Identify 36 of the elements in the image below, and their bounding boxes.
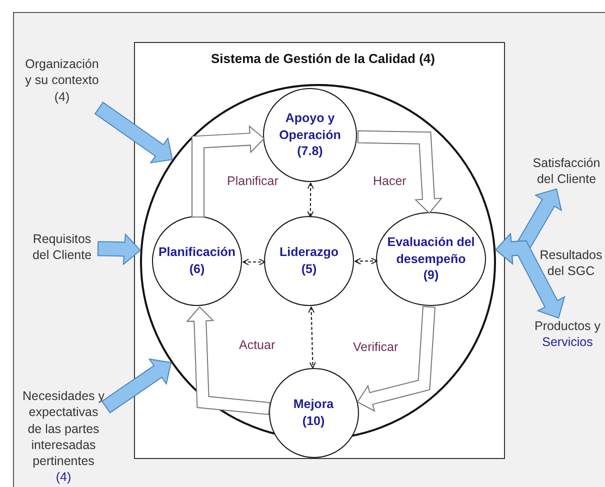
edge-label: Actuar <box>238 338 276 352</box>
clause-number: (6) <box>189 261 205 278</box>
process-name: Mejora <box>293 396 334 412</box>
system-label: Sistema de Gestión de la Calidad (4) <box>211 51 435 66</box>
clause-number: (10) <box>302 412 325 430</box>
side-label: Satisfacción del Cliente <box>532 155 602 188</box>
clause-number: (9) <box>423 267 439 284</box>
block-arrow <box>97 233 142 266</box>
process-name: Apoyo y Operación <box>278 110 342 144</box>
edge-label: Verificar <box>352 340 400 354</box>
process-name: Evaluación del desempeño <box>386 234 476 268</box>
clause-number: (5) <box>301 261 317 278</box>
side-label: Requisitos del Cliente <box>31 231 93 264</box>
block-arrow <box>101 358 172 414</box>
process-name: Planificación <box>158 244 236 261</box>
clause-number: (7.8) <box>297 143 323 160</box>
output-label: Resultados del SGC <box>538 247 604 280</box>
side-label: Productos y <box>533 318 602 334</box>
cycle-arrow <box>357 130 443 214</box>
double-arrow <box>242 258 266 266</box>
side-label: Servicios <box>541 334 594 350</box>
block-arrow <box>494 232 566 319</box>
side-label: Necesidades y expectativas de las partes interesadas pertinentes <box>22 388 106 470</box>
process-name: Liderazgo <box>279 244 339 261</box>
side-label: Organización y su contexto (4) <box>24 56 100 105</box>
system-frame <box>134 42 505 459</box>
edge-label: Planificar <box>226 174 280 188</box>
cycle-arrow <box>192 125 265 218</box>
double-arrow <box>307 182 314 218</box>
double-arrow <box>308 306 316 368</box>
double-arrow <box>354 258 378 264</box>
cycle-arrow <box>186 306 270 416</box>
side-label: (4) <box>54 469 72 486</box>
cycle-arrow <box>356 306 436 412</box>
block-arrow <box>94 102 173 164</box>
edge-label: Hacer <box>372 174 408 188</box>
